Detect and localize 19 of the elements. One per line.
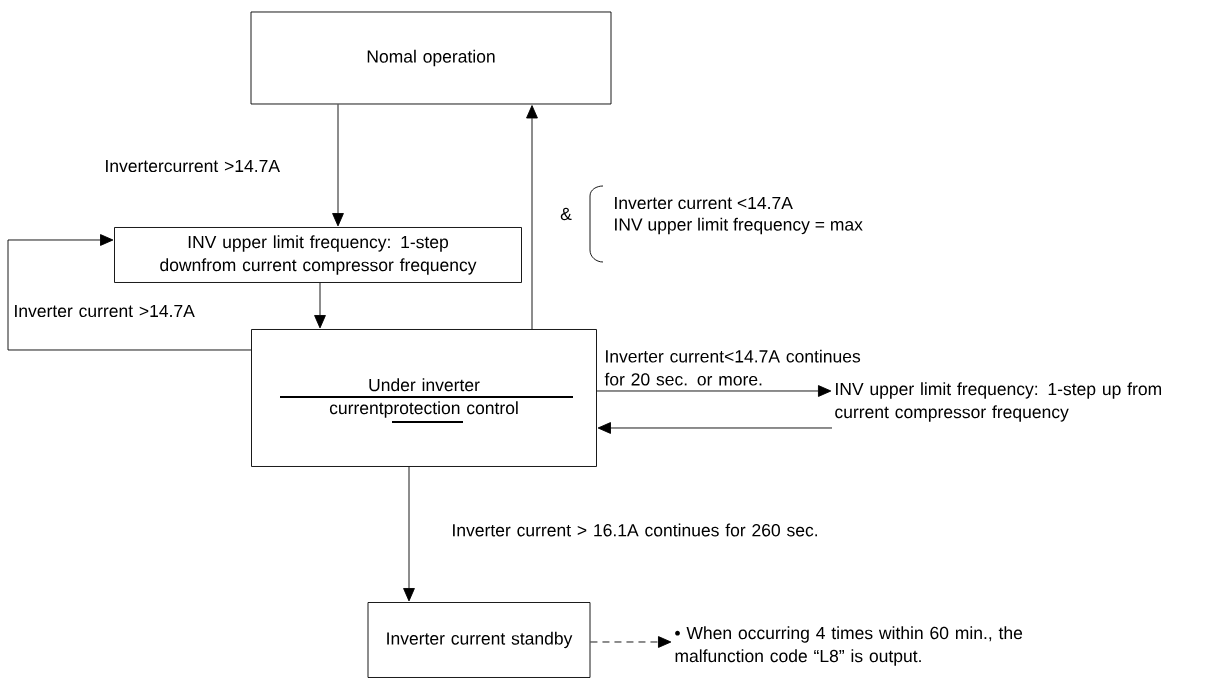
arrow: [314, 282, 326, 329]
edge-label: Inverter current >14.7A: [15, 304, 195, 318]
condition-text: Inverter current <14.7A: [615, 196, 793, 210]
arrow: [597, 422, 833, 434]
arrow: [596, 385, 832, 397]
edge-label: Inverter current > 16.1A continues for 260 sec.: [453, 523, 817, 537]
arrow: [332, 104, 344, 227]
arrow: [403, 466, 415, 602]
arrow: [590, 636, 672, 648]
ampersand-sign: &: [560, 207, 572, 221]
condition-text: INV upper limit frequency = max: [615, 217, 863, 235]
state-box: Under inverter currentprotection control: [251, 329, 597, 467]
arrow: [526, 105, 538, 330]
process-box: Inverter current standby: [367, 602, 591, 678]
process-box: INV upper limit frequency: 1-step downfrom current compressor frequency: [114, 227, 522, 283]
edge-label: Invertercurrent >14.7A: [106, 159, 280, 173]
process-box: Nomal operation: [250, 11, 612, 105]
note-text: • When occurring 4 times within 60 min., the malfunction code “L8” is output.: [675, 626, 1023, 666]
arrow: [7, 234, 252, 351]
